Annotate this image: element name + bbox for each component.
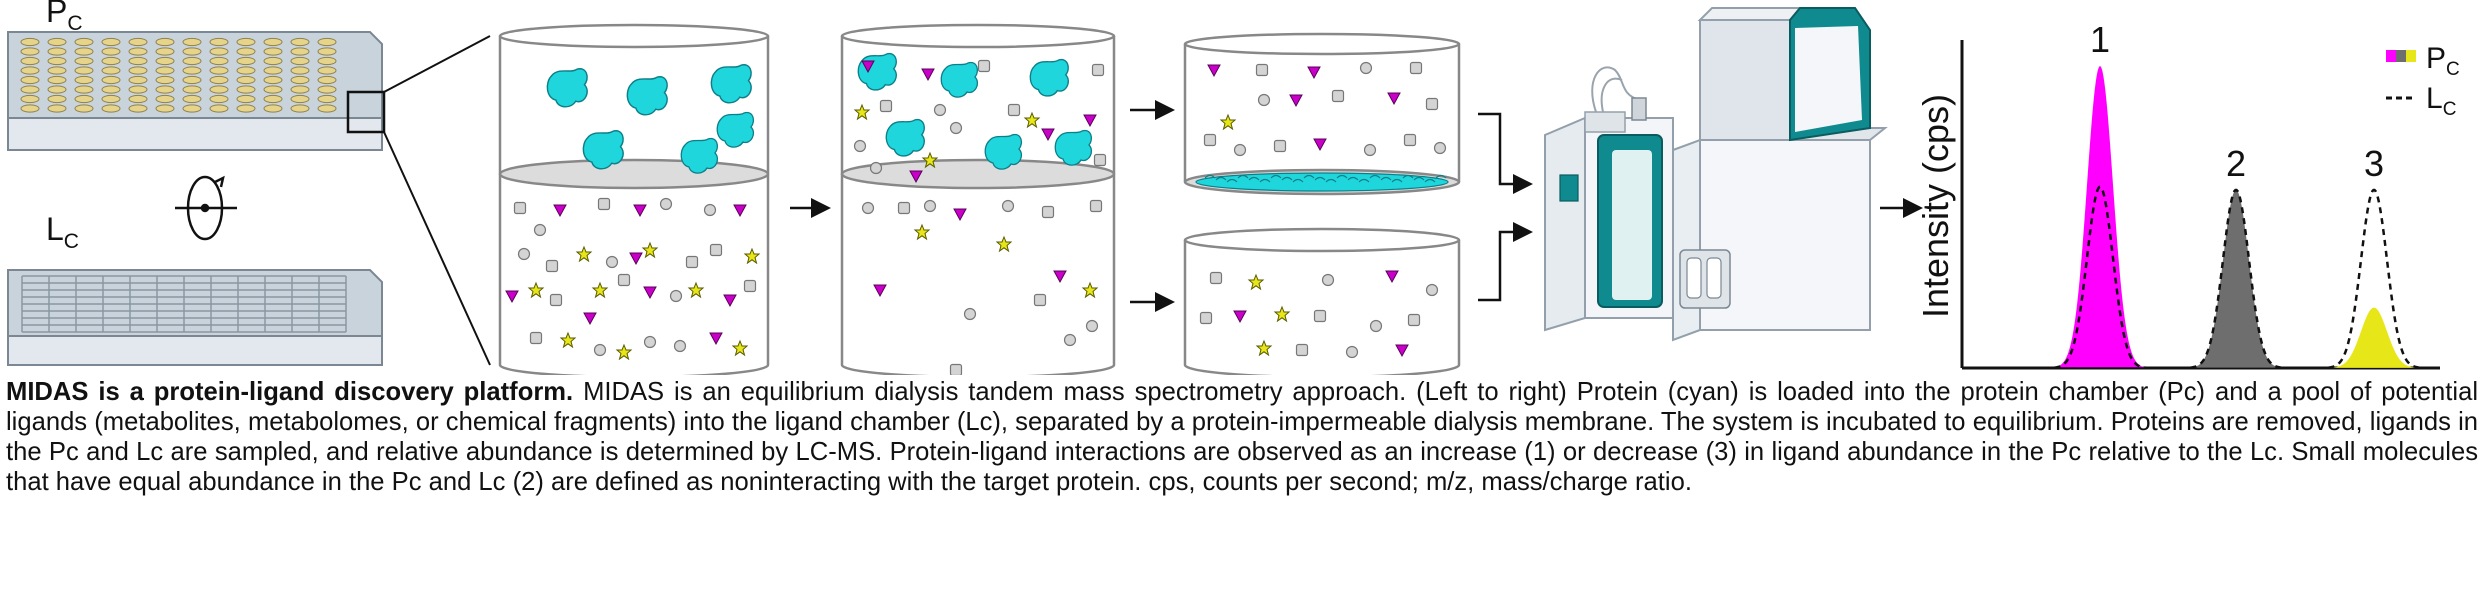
- caption-title: MIDAS is a protein-ligand discovery plat…: [6, 378, 574, 406]
- peak-label-2: 2: [2226, 143, 2246, 184]
- peak-2-pc: [2190, 190, 2282, 368]
- peak-2-lc: [2190, 188, 2282, 369]
- zoom-line-top: [383, 35, 491, 93]
- figure-caption: MIDAS is a protein-ligand discovery plat…: [6, 377, 2478, 603]
- legend-label-lc: LC: [2426, 82, 2456, 120]
- peak-label-1: 1: [2090, 19, 2110, 60]
- peak-3-lc: [2328, 188, 2420, 369]
- x-axis-label: m/z: [2171, 369, 2229, 375]
- zoom-line-bottom: [383, 131, 491, 366]
- protein-chamber-sample: [1183, 32, 1461, 196]
- ligand-chamber-sample: [1183, 227, 1461, 375]
- arrow-pc-to-ms: [1478, 112, 1533, 194]
- peak-1-lc: [2054, 185, 2146, 369]
- protein-plate-label: PC: [46, 0, 83, 35]
- lc-ms-instrument: [1544, 7, 1888, 342]
- ligand-plate: [7, 269, 383, 366]
- plate-zoom-box: [346, 90, 386, 134]
- legend-label-pc: PC: [2426, 42, 2460, 80]
- arrow-lc-to-ms: [1478, 222, 1533, 302]
- ligand-plate-label: LC: [46, 211, 79, 253]
- dialysis-chamber-equilibrium: [840, 23, 1116, 375]
- peak-1-pc: [2054, 66, 2146, 368]
- protein-plate: [7, 31, 386, 151]
- rotate-icon: [175, 175, 237, 241]
- legend-swatch-pc: [2396, 50, 2406, 62]
- peak-label-3: 3: [2364, 143, 2384, 184]
- legend-swatch-pc: [2386, 50, 2396, 62]
- y-axis-label: Intensity (cps): [1915, 94, 1956, 318]
- midas-figure: PC LC: [7, 0, 2460, 375]
- peak-3-pc: [2328, 307, 2420, 368]
- dialysis-chamber-start: [498, 23, 770, 375]
- dialysis-membrane: [498, 158, 770, 190]
- legend-swatch-pc: [2406, 50, 2416, 62]
- caption-body: MIDAS is an equilibrium dialysis tandem …: [6, 378, 2478, 496]
